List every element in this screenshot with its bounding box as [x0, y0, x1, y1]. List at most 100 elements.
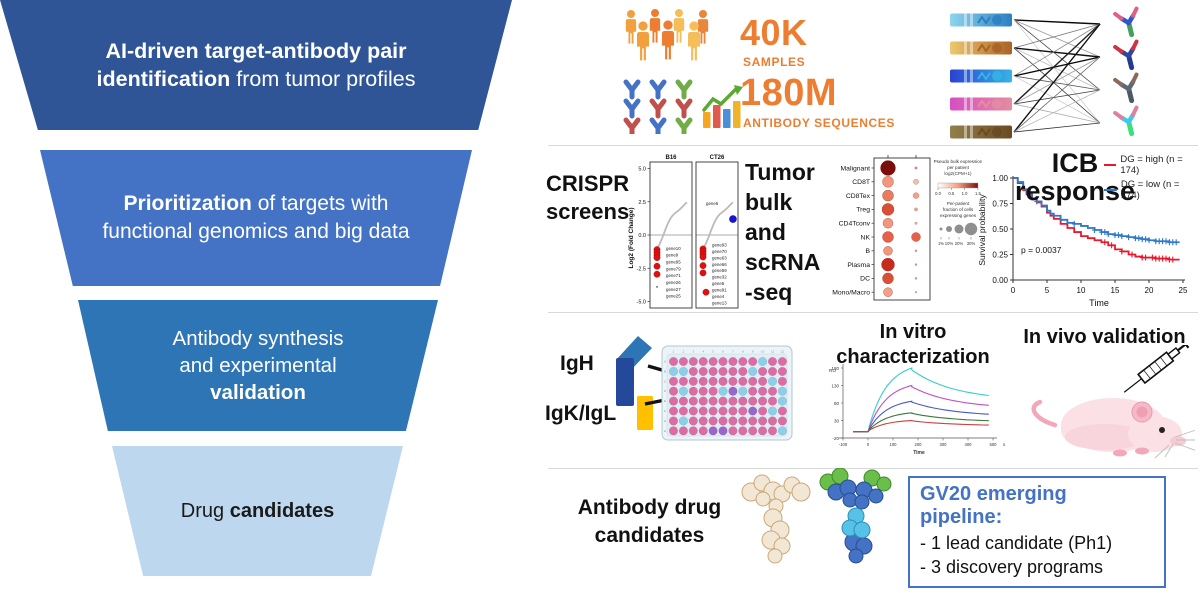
svg-text:Time: Time: [1089, 298, 1109, 308]
samples-label: SAMPLES: [743, 55, 806, 69]
svg-text:5: 5: [712, 350, 714, 354]
mouse-syringe-icon: [1031, 345, 1195, 459]
svg-text:80: 80: [834, 401, 840, 406]
svg-text:0.5: 0.5: [948, 191, 954, 196]
antibody-y-grid-icon: [623, 79, 693, 134]
svg-text:6: 6: [722, 350, 724, 354]
km-legend-low: DG = low (n = 174): [1104, 179, 1200, 201]
svg-text:-20: -20: [832, 436, 839, 441]
svg-text:0.0: 0.0: [935, 191, 941, 196]
svg-text:2.5: 2.5: [638, 200, 646, 206]
svg-text:F: F: [664, 409, 666, 413]
funnel-stage-validation-label: Antibody synthesis and experimental vali…: [172, 326, 344, 405]
target-antibody-pairing-network: [950, 6, 1139, 139]
svg-text:10: 10: [761, 350, 765, 354]
invivo-title: In vivo validation: [1023, 326, 1186, 348]
funnel-stage-identification: AI-driven target-antibody pair identific…: [0, 0, 512, 130]
svg-text:3: 3: [692, 350, 694, 354]
svg-text:4: 4: [702, 350, 704, 354]
section-divider-1: [548, 145, 1198, 146]
people-group-icon: [625, 9, 709, 61]
svg-text:0.50: 0.50: [992, 225, 1008, 234]
svg-text:gene66: gene66: [712, 262, 727, 267]
svg-text:H: H: [664, 429, 666, 433]
svg-text:gene79: gene79: [666, 266, 681, 271]
igl-label: IgK/IgL: [545, 402, 617, 425]
svg-text:B: B: [865, 248, 870, 255]
svg-text:0.0: 0.0: [638, 233, 646, 239]
svg-text:gene59: gene59: [712, 268, 727, 273]
invitro-title: In vitro characterization: [836, 321, 990, 368]
svg-text:CD4Tconv: CD4Tconv: [839, 221, 871, 228]
svg-text:B16: B16: [665, 155, 677, 161]
svg-text:gene13: gene13: [712, 300, 727, 305]
svg-text:log2(CPM+1): log2(CPM+1): [944, 171, 972, 176]
svg-text:Time: Time: [913, 450, 925, 456]
svg-text:9: 9: [752, 350, 754, 354]
svg-text:-100: -100: [839, 442, 848, 447]
sequences-label: ANTIBODY SEQUENCES: [743, 116, 895, 130]
funnel-stage-drug-candidates-label: Drug candidates: [180, 499, 335, 522]
svg-text:gene71: gene71: [666, 273, 681, 278]
sequences-count: 180M: [740, 72, 838, 114]
svg-text:gene4: gene4: [712, 294, 725, 299]
svg-text:gene9: gene9: [666, 253, 679, 258]
gv20-pipeline-box: GV20 emerging pipeline: - 1 lead candida…: [908, 476, 1166, 588]
svg-text:200: 200: [915, 442, 923, 447]
funnel-stage-prioritization: Prioritization of targets with functiona…: [40, 150, 472, 286]
crispr-rank-plots: Log2 (Fold Change)5.02.50.0-2.5-5.0B16ge…: [628, 155, 739, 309]
svg-text:fraction of cells: fraction of cells: [943, 207, 974, 212]
tumor-bulk-scrna-label: Tumor bulk and scRNA -seq: [745, 159, 820, 305]
svg-text:-5.0: -5.0: [637, 300, 646, 306]
svg-text:12: 12: [781, 350, 785, 354]
svg-text:NK: NK: [861, 234, 871, 241]
svg-text:C: C: [664, 379, 667, 383]
svg-text:1.5: 1.5: [975, 191, 981, 196]
svg-text:CD8T: CD8T: [852, 179, 870, 186]
svg-text:per patient: per patient: [947, 165, 969, 170]
km-legend-high: DG = high (n = 174): [1104, 154, 1200, 176]
svg-text:E: E: [664, 399, 666, 403]
svg-text:0: 0: [1011, 286, 1016, 295]
svg-text:Mono/Macro: Mono/Macro: [832, 290, 870, 297]
funnel-stage-validation: Antibody synthesis and experimental vali…: [78, 300, 438, 431]
svg-text:7: 7: [732, 350, 734, 354]
svg-text:8: 8: [742, 350, 744, 354]
svg-text:gene91: gene91: [712, 287, 727, 292]
funnel-stage-identification-label: AI-driven target-antibody pair identific…: [96, 38, 416, 91]
funnel-stage-drug-candidates: Drug candidates: [112, 446, 403, 576]
svg-text:1%: 1%: [938, 241, 944, 246]
svg-text:0.75: 0.75: [992, 199, 1008, 208]
gv20-pipeline-item-2: - 3 discovery programs: [920, 557, 1104, 578]
svg-text:gene26: gene26: [666, 280, 681, 285]
svg-text:400: 400: [965, 442, 973, 447]
svg-text:15: 15: [1111, 286, 1120, 295]
svg-text:30: 30: [834, 418, 840, 423]
legend-dash-high-icon: [1104, 163, 1117, 167]
svg-text:130: 130: [831, 383, 839, 388]
svg-text:D: D: [664, 389, 667, 393]
antibody-drug-candidates-label: Antibody drug candidates: [577, 496, 722, 548]
svg-text:1.0: 1.0: [962, 191, 968, 196]
svg-text:CT26: CT26: [710, 155, 725, 161]
svg-text:10: 10: [1077, 286, 1086, 295]
svg-text:Survival probability: Survival probability: [977, 194, 987, 266]
svg-text:10%: 10%: [945, 241, 954, 246]
svg-text:gene70: gene70: [712, 249, 727, 254]
svg-text:Per-patient: Per-patient: [947, 201, 970, 206]
svg-text:1: 1: [673, 350, 675, 354]
svg-text:gene63: gene63: [712, 255, 727, 260]
km-legend: DG = high (n = 174) DG = low (n = 174): [1104, 154, 1200, 204]
section-divider-2: [548, 312, 1198, 313]
svg-text:-2.5: -2.5: [637, 266, 646, 272]
svg-text:DC: DC: [860, 276, 870, 283]
gv20-pipeline-item-1: - 1 lead candidate (Ph1): [920, 533, 1113, 553]
svg-text:Treg: Treg: [856, 207, 870, 214]
samples-count: 40K: [740, 12, 808, 53]
section-divider-3: [548, 468, 1198, 469]
svg-text:B: B: [664, 369, 666, 373]
